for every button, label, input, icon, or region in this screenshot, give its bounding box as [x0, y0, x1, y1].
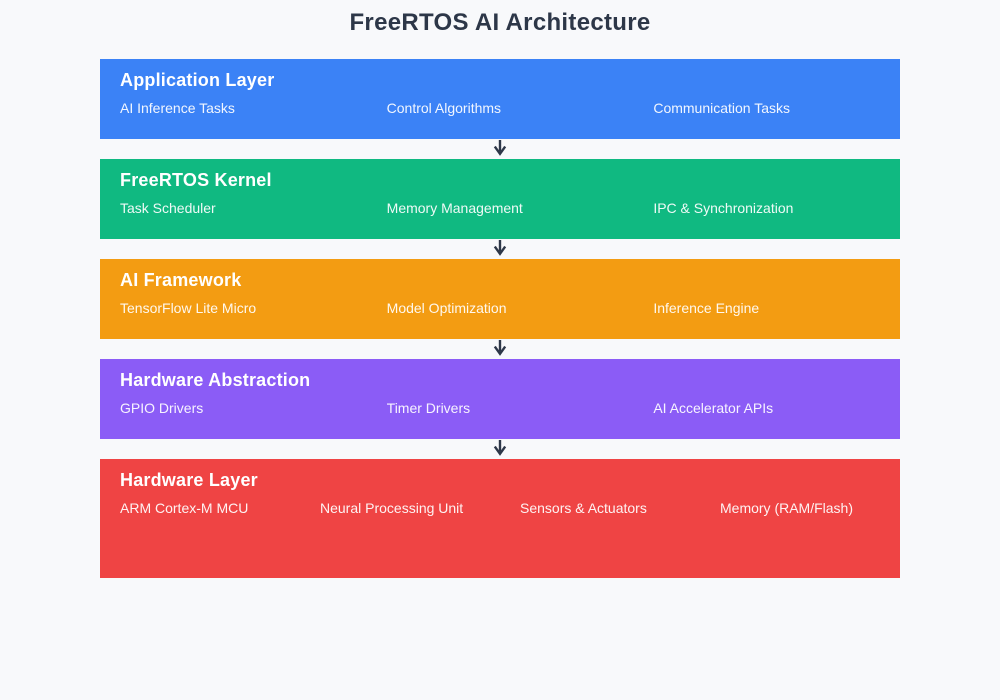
layer-freertos-kernel: FreeRTOS Kernel Task Scheduler Memory Ma… — [100, 159, 900, 239]
layer-item: GPIO Drivers — [120, 400, 204, 416]
flow-arrow — [100, 339, 900, 359]
flow-arrow — [100, 139, 900, 159]
layer-item: Inference Engine — [653, 300, 760, 316]
layer-title: Hardware Abstraction — [120, 370, 311, 390]
layer-item: ARM Cortex-M MCU — [120, 500, 249, 516]
layer-item: Sensors & Actuators — [520, 500, 647, 516]
layer-item: TensorFlow Lite Micro — [120, 300, 257, 316]
layer-items: TensorFlow Lite Micro Model Optimization… — [120, 300, 880, 316]
layer-title: AI Framework — [120, 270, 242, 290]
layer-items: ARM Cortex-M MCU Neural Processing Unit … — [120, 500, 880, 516]
layer-item: AI Accelerator APIs — [653, 400, 774, 416]
layer-items: AI Inference Tasks Control Algorithms Co… — [120, 100, 880, 116]
layer-title: Application Layer — [120, 70, 275, 90]
architecture-diagram: Application Layer AI Inference Tasks Con… — [100, 59, 900, 578]
layer-item: Memory (RAM/Flash) — [720, 500, 854, 516]
down-arrow-icon — [493, 140, 507, 156]
layer-items: Task Scheduler Memory Management IPC & S… — [120, 200, 880, 216]
layer-hardware-abstraction: Hardware Abstraction GPIO Drivers Timer … — [100, 359, 900, 439]
layer-item: Control Algorithms — [386, 100, 502, 116]
layer-item: Communication Tasks — [653, 100, 791, 116]
flow-arrow — [100, 439, 900, 459]
layer-ai-framework: AI Framework TensorFlow Lite Micro Model… — [100, 259, 900, 339]
layer-item: Memory Management — [386, 200, 523, 216]
layer-item: AI Inference Tasks — [120, 100, 235, 116]
layer-hardware: Hardware Layer ARM Cortex-M MCU Neural P… — [100, 459, 900, 578]
layer-title: Hardware Layer — [120, 470, 258, 490]
down-arrow-icon — [493, 340, 507, 356]
flow-arrow — [100, 239, 900, 259]
layer-application: Application Layer AI Inference Tasks Con… — [100, 59, 900, 139]
page-title: FreeRTOS AI Architecture — [349, 9, 651, 36]
layer-title: FreeRTOS Kernel — [120, 170, 272, 190]
layer-item: Timer Drivers — [386, 400, 471, 416]
layer-item: Task Scheduler — [120, 200, 216, 216]
layer-item: Model Optimization — [386, 300, 507, 316]
layer-items: GPIO Drivers Timer Drivers AI Accelerato… — [120, 400, 880, 416]
down-arrow-icon — [493, 240, 507, 256]
layer-item: IPC & Synchronization — [653, 200, 794, 216]
down-arrow-icon — [493, 440, 507, 456]
layer-item: Neural Processing Unit — [320, 500, 464, 516]
